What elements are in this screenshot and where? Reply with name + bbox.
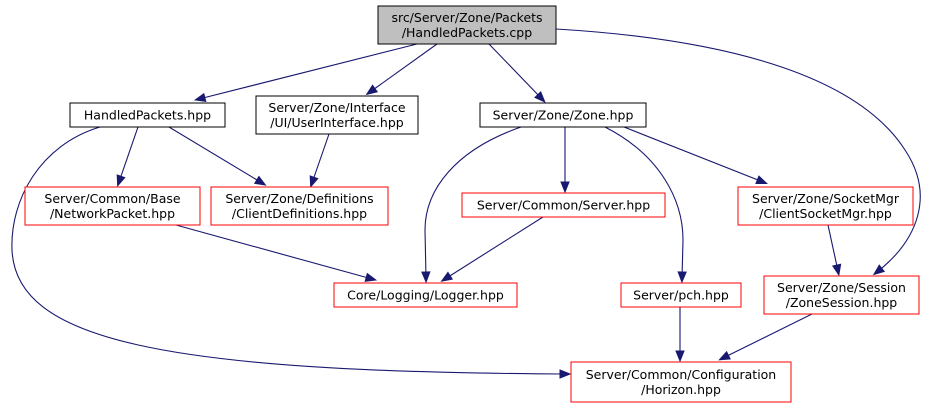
edge-arrowhead [364,272,378,282]
edge-zonesession-to-horizon [718,313,813,361]
edge-arrowhead [677,271,687,284]
node-label-line: Server/Common/Configuration [586,367,777,382]
nodes-layer: src/Server/Zone/Packets/HandledPackets.c… [24,5,920,403]
edge-handled_hpp-to-horizon [11,126,572,379]
node-box [24,186,201,226]
node-label-line: Server/Zone/Definitions [225,191,373,206]
edge-arrowhead [675,350,685,363]
edge-userinterface-to-clientdefs [309,133,330,189]
edge-arrowhead [440,271,454,282]
node-label-line: /ZoneSession.hpp [786,295,898,310]
edge-arrowhead [365,84,379,96]
edge-line [827,224,839,272]
edge-root-to-zone_hpp [488,43,546,103]
node-clientsocket[interactable]: Server/Zone/SocketMgr/ClientSocketMgr.hp… [737,186,914,226]
node-box [763,275,920,315]
edge-zone_hpp-to-clientsocket [623,126,768,185]
node-label-line: Server/Common/Server.hpp [477,198,650,213]
node-box [255,95,419,135]
node-label-line: /NetworkPacket.hpp [50,206,175,221]
edge-handled_hpp-to-networkpacket [116,126,139,188]
edge-line [555,28,921,273]
edge-line [311,133,330,184]
edge-zone_hpp-to-logger [421,126,522,284]
node-userinterface[interactable]: Server/Zone/Interface/UI/UserInterface.h… [255,95,419,135]
edge-line [118,126,139,183]
node-server-hpp[interactable]: Server/Common/Server.hpp [461,192,666,218]
edge-pch-to-horizon [675,307,685,363]
edge-arrowhead [534,91,546,103]
node-label-line: Server/Zone/Session [777,280,906,295]
edge-line [198,43,418,100]
edge-line [444,216,544,280]
edges-layer [11,28,921,379]
edge-line [488,43,543,100]
edge-line [424,126,522,279]
node-box [69,102,226,128]
edge-server_hpp-to-logger [440,216,544,282]
edge-arrowhead [116,174,126,188]
edge-handled_hpp-to-clientdefs [168,126,267,186]
edge-networkpacket-to-logger [175,224,378,282]
node-label-line: HandledPackets.hpp [84,108,211,123]
node-label-line: Core/Logging/Logger.hpp [347,288,504,303]
node-handled-hpp[interactable]: HandledPackets.hpp [69,102,226,128]
node-box [210,186,389,226]
node-label-line: Server/pch.hpp [633,288,729,303]
node-networkpacket[interactable]: Server/Common/Base/NetworkPacket.hpp [24,186,201,226]
node-label-line: Server/Common/Base [44,191,180,206]
node-label-line: /UI/UserInterface.hpp [270,115,404,130]
edge-root-to-zonesession [555,28,921,276]
edge-arrowhead [831,263,842,277]
node-logger[interactable]: Core/Logging/Logger.hpp [333,282,518,308]
edge-arrowhead [718,350,731,361]
edge-line [623,126,764,183]
node-box [377,5,557,45]
edge-line [175,224,373,280]
edge-zone_hpp-to-pch [604,126,687,284]
edge-arrowhead [559,369,572,379]
edge-arrowhead [872,264,886,276]
node-label-line: Server/Zone/Zone.hpp [493,108,634,123]
edge-line [369,43,438,93]
edge-arrowhead [421,271,431,284]
edge-arrowhead [309,175,319,189]
edge-line [11,126,567,375]
node-clientdefs[interactable]: Server/Zone/Definitions/ClientDefinition… [210,186,389,226]
node-box [479,102,647,128]
node-label-line: Server/Zone/SocketMgr [752,191,900,206]
edge-arrowhead [253,175,267,186]
edge-clientsocket-to-zonesession [827,224,842,277]
edge-arrowhead [193,92,207,103]
edge-zone_hpp-to-server_hpp [560,127,570,194]
node-box [333,282,518,308]
node-zone-hpp[interactable]: Server/Zone/Zone.hpp [479,102,647,128]
node-box [461,192,666,218]
node-label-line: /ClientDefinitions.hpp [232,206,367,221]
edge-arrowhead [560,181,570,194]
node-root[interactable]: src/Server/Zone/Packets/HandledPackets.c… [377,5,557,45]
node-box [620,282,742,308]
node-zonesession[interactable]: Server/Zone/Session/ZoneSession.hpp [763,275,920,315]
node-pch[interactable]: Server/pch.hpp [620,282,742,308]
edge-root-to-userinterface [365,43,438,96]
node-box [737,186,914,226]
edge-line [168,126,263,184]
node-label-line: Server/Zone/Interface [268,100,406,115]
edge-line [722,313,813,359]
edge-line [604,126,684,279]
edge-root-to-handled_hpp [193,43,418,103]
node-label-line: /ClientSocketMgr.hpp [759,206,892,221]
node-label-line: src/Server/Zone/Packets [391,10,542,25]
node-box [570,361,792,403]
node-label-line: /HandledPackets.cpp [402,25,532,40]
edge-arrowhead [755,175,768,185]
node-horizon[interactable]: Server/Common/Configuration/Horizon.hpp [570,361,792,403]
node-label-line: /Horizon.hpp [641,382,721,397]
